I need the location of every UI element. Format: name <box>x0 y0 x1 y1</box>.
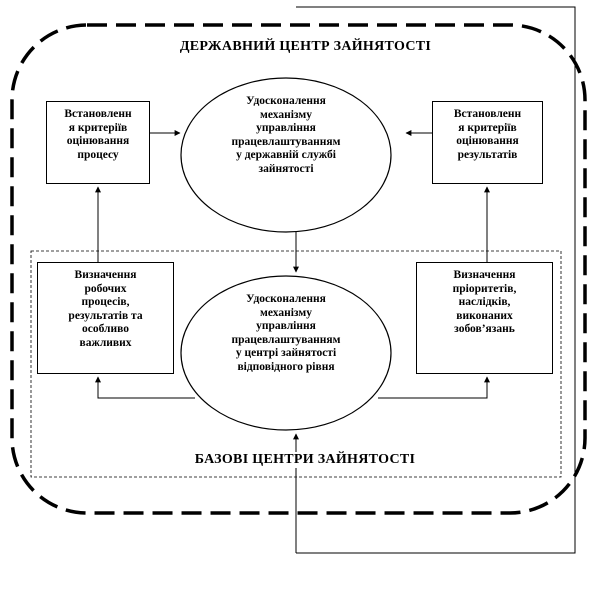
outer-dashed-border <box>10 23 587 515</box>
box-bottom-left-line: особливо <box>81 323 130 335</box>
base-centers-title: БАЗОВІ ЦЕНТРИ ЗАЙНЯТОСТІ <box>183 452 427 468</box>
bottom-ellipse-line: у центрі зайнятості <box>235 347 337 359</box>
box-top-left-line: процесу <box>77 148 119 161</box>
box-top-right-line: оцінювання <box>456 135 519 147</box>
box-bottom-right-line: зобов’язань <box>454 323 515 335</box>
top-ellipse-line: Удосконалення <box>246 95 326 107</box>
top-ellipse-line: механізму <box>260 108 312 121</box>
top-ellipse-line: управління <box>256 122 316 134</box>
bottom-ellipse-line: механізму <box>260 306 312 319</box>
bottom-ellipse-line: відповідного рівня <box>237 360 335 373</box>
bottom-ellipse-line: управління <box>256 320 316 332</box>
arrow-ellipse-to-bottom-left <box>95 376 195 399</box>
box-bottom-right-line: виконаних <box>456 309 513 322</box>
box-bottom-left-line: процесів, <box>81 296 130 308</box>
top-ellipse-line: працевлаштуванням <box>231 135 341 148</box>
box-bottom-left-line: важливих <box>79 336 132 349</box>
box-top-right-line: результатів <box>457 148 518 161</box>
box-bottom-right-line: Визначення <box>453 269 516 281</box>
top-ellipse <box>180 77 392 233</box>
bottom-ellipse <box>180 275 392 431</box>
arrow-ellipse-to-bottom-right <box>378 376 490 399</box>
feedback-line <box>296 6 576 554</box>
state-center-title: ДЕРЖАВНИЙ ЦЕНТР ЗАЙНЯТОСТІ <box>160 39 451 55</box>
box-top-left-line: Встановленн <box>64 108 132 120</box>
box-bottom-left-line: Визначення <box>74 269 137 281</box>
box-top-left-line: я критеріїв <box>68 121 128 134</box>
box-bottom-left-line: робочих <box>84 282 127 295</box>
box-top-right-line: Встановленн <box>453 108 522 120</box>
box-top-left-line: оцінювання <box>66 135 130 147</box>
top-ellipse-line: у державній службі <box>236 149 336 161</box>
top-ellipse-line: зайнятості <box>258 162 314 175</box>
box-top-right-line: я критеріїв <box>458 121 517 134</box>
box-bottom-right-line: наслідків, <box>458 296 511 308</box>
box-bottom-left-line: результатів та <box>68 309 143 322</box>
bottom-ellipse-line: Удосконалення <box>246 293 326 305</box>
bottom-ellipse-line: працевлаштуванням <box>231 333 341 346</box>
box-bottom-right-line: пріоритетів, <box>452 282 517 295</box>
